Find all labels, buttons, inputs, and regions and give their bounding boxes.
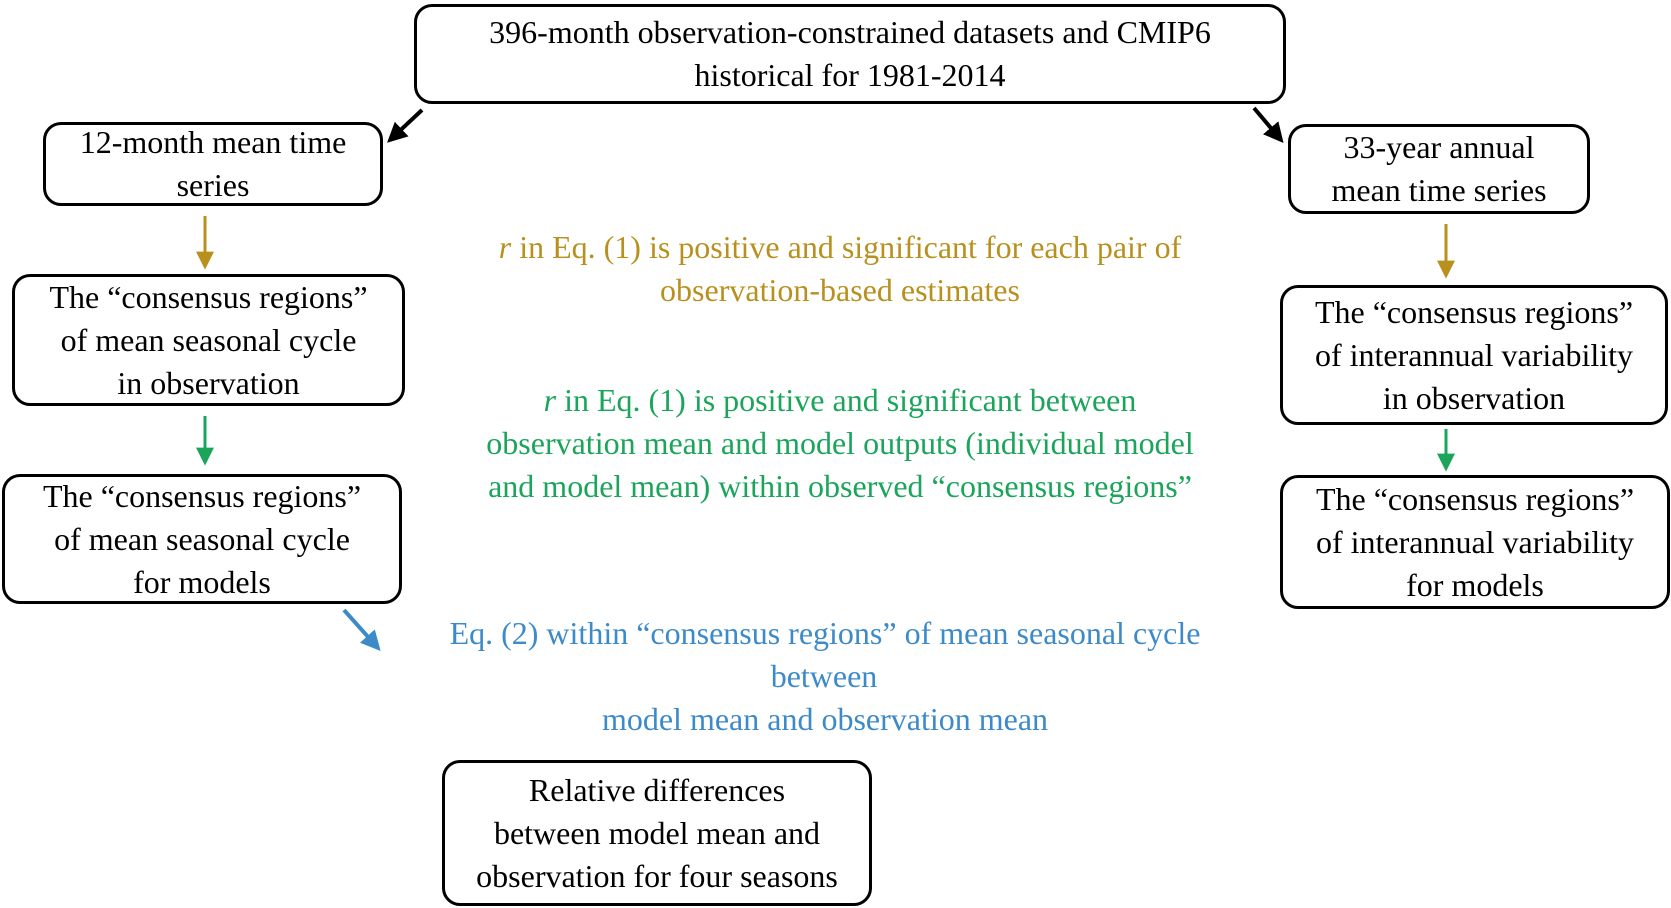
note-model-correlation-line-1: r in Eq. (1) is positive and significant…: [400, 379, 1280, 422]
note-model-correlation-line-1-text: in Eq. (1) is positive and significant b…: [556, 382, 1137, 418]
box-input-datasets-line-2: historical for 1981-2014: [694, 57, 1006, 93]
box-interannual-consensus-observation-line-2: of interannual variability: [1314, 336, 1634, 373]
box-seasonal-consensus-models: The “consensus regions” of mean seasonal…: [2, 474, 402, 604]
note-eq2-comparison: Eq. (2) within “consensus regions” of me…: [390, 612, 1260, 741]
note-observation-pairs-symbol: r: [498, 229, 512, 265]
note-observation-pairs-line-2: observation-based estimates: [660, 272, 1020, 308]
box-relative-differences-line-3: observation for four seasons: [476, 857, 838, 894]
box-input-datasets-line-1: 396-month observation-constrained datase…: [489, 14, 1211, 50]
arrow-top-to-33-year: [1252, 106, 1284, 144]
note-eq2-comparison-line-1: Eq. (2) within “consensus regions” of me…: [449, 615, 1201, 651]
box-interannual-consensus-models-line-3: for models: [1406, 566, 1544, 603]
box-seasonal-consensus-observation-line-3: in observation: [117, 364, 300, 401]
box-relative-differences-line-1: Relative differences: [528, 771, 786, 808]
box-interannual-consensus-models-line-2: of interannual variability: [1315, 523, 1635, 560]
box-interannual-consensus-models: The “consensus regions” of interannual v…: [1280, 475, 1670, 609]
box-seasonal-consensus-models-line-3: for models: [133, 563, 271, 600]
box-interannual-consensus-observation: The “consensus regions” of interannual v…: [1280, 285, 1668, 425]
arrow-top-to-12-month: [387, 108, 424, 143]
box-12-month-series-line-1: 12-month mean time: [79, 124, 347, 160]
box-input-datasets: 396-month observation-constrained datase…: [414, 4, 1286, 104]
note-model-correlation-line-3: and model mean) within observed “consens…: [488, 468, 1192, 504]
box-relative-differences-line-2: between model mean and: [493, 814, 821, 851]
note-observation-pairs: r in Eq. (1) is positive and significant…: [420, 226, 1260, 312]
note-model-correlation-line-2: observation mean and model outputs (indi…: [486, 425, 1194, 461]
box-seasonal-consensus-observation-line-1: The “consensus regions”: [49, 278, 368, 315]
note-observation-pairs-line-1: r in Eq. (1) is positive and significant…: [420, 226, 1260, 269]
box-33-year-series: 33-year annual mean time series: [1288, 124, 1590, 214]
box-relative-differences: Relative differences between model mean …: [442, 760, 872, 906]
box-seasonal-consensus-observation-line-2: of mean seasonal cycle: [60, 321, 357, 358]
box-seasonal-consensus-observation: The “consensus regions” of mean seasonal…: [12, 274, 405, 406]
box-33-year-series-line-2: mean time series: [1331, 172, 1547, 208]
box-interannual-consensus-observation-line-3: in observation: [1382, 379, 1566, 416]
box-33-year-series-line-1: 33-year annual: [1343, 129, 1535, 165]
note-eq2-comparison-line-3: model mean and observation mean: [601, 701, 1049, 737]
note-observation-pairs-line-1-text: in Eq. (1) is positive and significant f…: [511, 229, 1182, 265]
box-interannual-consensus-observation-line-1: The “consensus regions”: [1314, 293, 1634, 330]
box-12-month-series: 12-month mean time series: [43, 122, 383, 206]
arrow-seasonal-models-to-eq2: [342, 608, 381, 651]
box-12-month-series-line-2: series: [176, 167, 250, 203]
box-seasonal-consensus-models-line-1: The “consensus regions”: [42, 477, 362, 514]
note-eq2-comparison-line-2: between: [770, 658, 878, 694]
note-model-correlation-symbol: r: [543, 382, 557, 418]
box-interannual-consensus-models-line-1: The “consensus regions”: [1315, 480, 1635, 517]
box-seasonal-consensus-models-line-2: of mean seasonal cycle: [54, 520, 350, 557]
note-model-correlation: r in Eq. (1) is positive and significant…: [400, 379, 1280, 508]
